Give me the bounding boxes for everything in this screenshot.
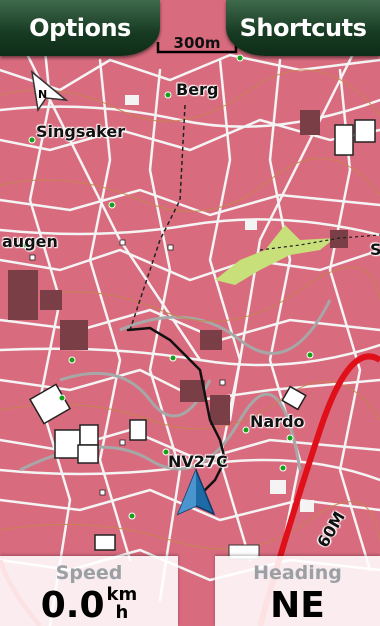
place-label: Singsaker <box>36 122 126 141</box>
speed-unit-bottom: h <box>115 602 129 623</box>
heading-field-title: Heading <box>253 562 342 584</box>
svg-text:N: N <box>38 88 47 101</box>
north-arrow-icon[interactable]: N <box>28 70 68 112</box>
speed-unit-top: km <box>106 584 138 605</box>
position-arrow-icon <box>176 468 216 516</box>
heading-data-field[interactable]: Heading NE <box>215 556 380 626</box>
speed-value: 0.0 <box>40 585 105 626</box>
map-scale: 300m <box>156 30 238 54</box>
options-button[interactable]: Options <box>0 0 160 56</box>
place-label: augen <box>2 232 58 251</box>
place-label: NV27C <box>168 452 228 471</box>
place-label: Nardo <box>250 412 305 431</box>
speed-field-title: Speed <box>55 562 123 584</box>
place-label: Berg <box>176 80 219 99</box>
place-label: S <box>370 240 380 259</box>
heading-value: NE <box>270 585 325 626</box>
scale-label: 300m <box>173 34 221 52</box>
shortcuts-button[interactable]: Shortcuts <box>226 0 380 56</box>
